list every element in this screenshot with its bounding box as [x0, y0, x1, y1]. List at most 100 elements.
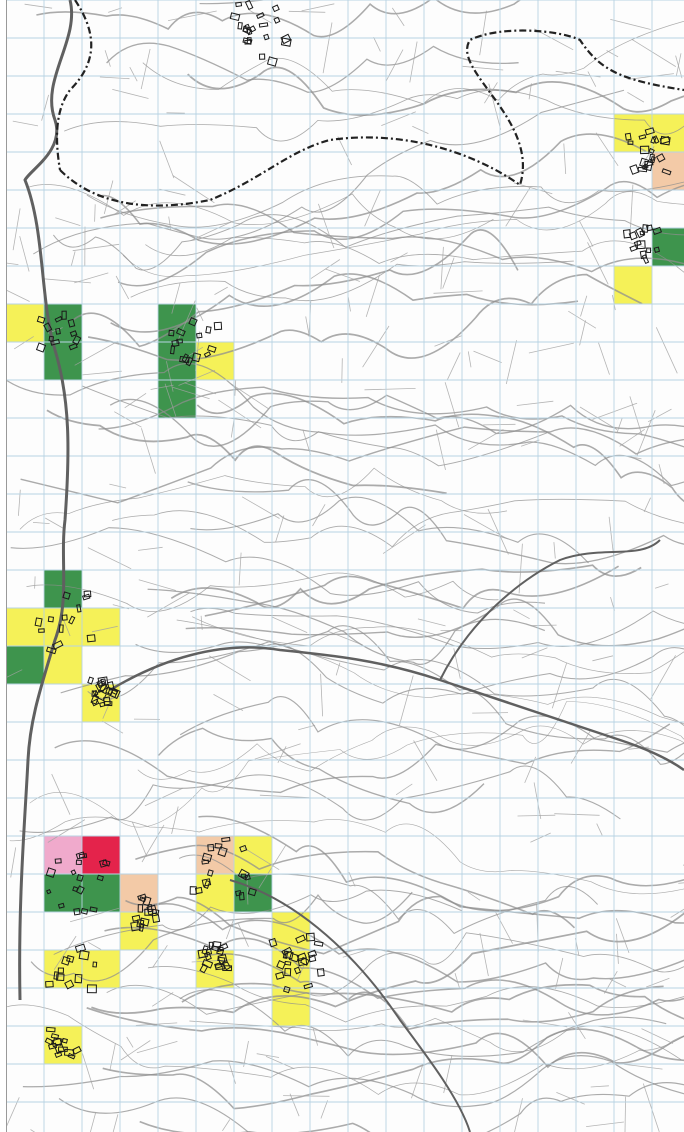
- parcel-line: [138, 546, 163, 551]
- building-outline: [246, 28, 253, 36]
- building-outline: [45, 867, 57, 878]
- building-outline: [91, 698, 100, 707]
- building-outline: [100, 678, 107, 686]
- building-outline: [130, 921, 141, 932]
- building-outline: [249, 25, 257, 33]
- building-outline: [244, 874, 251, 881]
- parcel-line: [55, 217, 81, 226]
- building-outline: [36, 315, 46, 324]
- parcel-line: [196, 307, 204, 322]
- parcel-line: [615, 918, 630, 954]
- building-outline: [295, 934, 307, 944]
- building-outline: [54, 858, 62, 864]
- parcel-line: [234, 380, 237, 396]
- parcel-line: [580, 295, 588, 317]
- building-outline: [308, 954, 317, 963]
- building-outline: [61, 955, 71, 966]
- parcel-line: [616, 418, 623, 434]
- contour-line: [179, 696, 684, 753]
- building-outline: [56, 973, 65, 981]
- parcel-line: [628, 746, 649, 750]
- building-outline: [80, 907, 89, 915]
- parcel-line: [243, 1040, 249, 1067]
- building-outline: [266, 56, 278, 67]
- parcel-line: [71, 251, 76, 266]
- highlighted-cell-yellow: [614, 266, 652, 304]
- building-outline: [639, 250, 648, 260]
- parcel-line: [241, 496, 280, 519]
- building-outline: [201, 878, 212, 887]
- parcel-line: [51, 773, 71, 815]
- contour-line: [104, 926, 684, 1016]
- building-outline: [237, 868, 250, 881]
- contour-line: [190, 607, 684, 649]
- building-outline: [52, 640, 64, 650]
- parcel-line: [627, 73, 674, 80]
- building-outline: [271, 4, 280, 13]
- parcel-line: [655, 327, 678, 374]
- building-outline: [629, 244, 638, 252]
- building-outline: [50, 338, 61, 346]
- parcel-line: [342, 949, 366, 958]
- parcel-line: [362, 325, 390, 368]
- parcel-line: [382, 524, 426, 554]
- highlighted-cell-yellow: [272, 912, 310, 950]
- contour-line: [197, 953, 664, 1031]
- building-outline: [72, 335, 82, 346]
- contour-line: [139, 1120, 371, 1132]
- parcel-line: [82, 1053, 95, 1090]
- building-outline: [293, 966, 302, 975]
- highlighted-cell-yellow: [272, 988, 310, 1026]
- building-outline: [229, 12, 241, 22]
- building-outline: [147, 904, 153, 913]
- parcel-line: [10, 847, 17, 878]
- parcel-line: [102, 694, 114, 719]
- building-outline: [214, 843, 223, 849]
- parcel-line: [150, 384, 174, 390]
- building-outline: [43, 322, 53, 333]
- parcel-line: [675, 55, 683, 79]
- building-outline: [299, 956, 310, 966]
- building-outline: [221, 836, 231, 843]
- parcel-line: [166, 361, 174, 392]
- contour-line: [106, 42, 519, 93]
- building-outline: [633, 239, 642, 247]
- contour-line: [46, 409, 447, 495]
- building-outline: [83, 590, 92, 598]
- parcel-line: [140, 48, 151, 90]
- building-outline: [650, 136, 657, 144]
- building-outline: [284, 960, 292, 966]
- building-outline: [284, 967, 292, 977]
- contour-line: [72, 229, 519, 348]
- contour-line: [19, 765, 621, 833]
- contour-line: [147, 966, 684, 1023]
- highlighted-cell-yellow: [6, 608, 44, 646]
- parcel-line: [129, 67, 138, 82]
- parcel-line: [411, 1064, 424, 1099]
- parcel-line: [434, 335, 462, 347]
- parcel-line: [631, 39, 677, 67]
- parcel-line: [373, 37, 381, 52]
- building-outline: [47, 1042, 58, 1050]
- building-outline: [217, 956, 226, 962]
- parcel-line: [472, 712, 509, 714]
- building-outline: [624, 132, 632, 141]
- contour-line: [142, 903, 684, 983]
- contour-line: [192, 616, 684, 675]
- building-outline: [643, 160, 653, 172]
- parcel-line: [629, 184, 634, 237]
- building-outline: [313, 940, 324, 947]
- parcel-line: [151, 992, 174, 1007]
- parcel-line: [164, 383, 177, 417]
- building-outline: [137, 893, 147, 901]
- building-outline: [67, 1052, 76, 1060]
- building-outline: [199, 963, 209, 974]
- parcel-line: [171, 283, 181, 314]
- parcel-line: [505, 340, 517, 385]
- building-outline: [45, 1026, 56, 1033]
- contour-line: [58, 1082, 684, 1132]
- parcel-line: [654, 583, 669, 589]
- building-outline: [629, 164, 640, 175]
